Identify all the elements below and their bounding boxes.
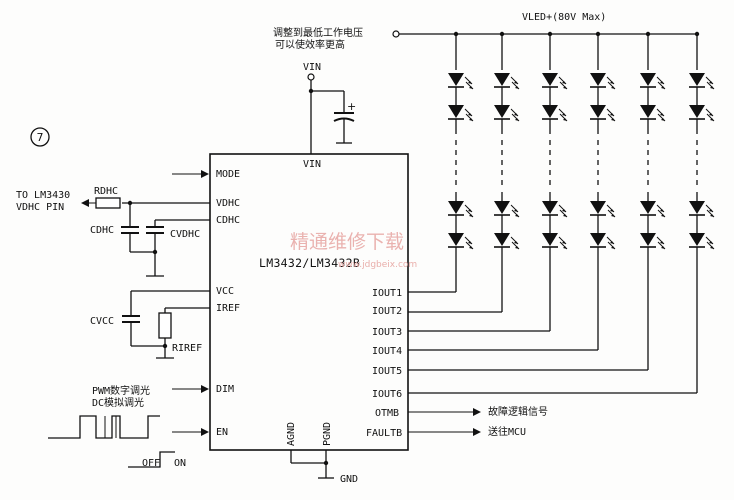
gnd-label: GND [340, 474, 358, 485]
pin-vdhc: VDHC [216, 198, 240, 209]
led-icon [493, 72, 520, 90]
pin-iout5: IOUT5 [372, 366, 402, 377]
pwm-label-1: PWM数字调光 [92, 384, 150, 397]
vled-terminal [392, 30, 400, 38]
led-icon [541, 200, 568, 218]
led-icon [493, 200, 520, 218]
led-icon [589, 104, 616, 122]
watermark-url: www.jdgbeix.com [338, 260, 417, 270]
led-icon [493, 104, 520, 122]
led-icon [589, 72, 616, 90]
en-step [128, 451, 175, 468]
led-icon [447, 232, 474, 250]
cap-plus-sign: + [347, 100, 356, 113]
ic-body [209, 153, 409, 451]
pin-vcc: VCC [216, 286, 234, 297]
on-label: ON [174, 458, 186, 469]
cdhc-label: CDHC [90, 225, 114, 236]
pin-mode: MODE [216, 169, 240, 180]
vin-pin-label: VIN [303, 159, 321, 170]
led-icon [447, 104, 474, 122]
side-marker: 7 [30, 127, 50, 147]
vin-terminal [307, 73, 315, 81]
led-icon [493, 232, 520, 250]
pin-iout6: IOUT6 [372, 389, 402, 400]
led-icon [688, 104, 715, 122]
pwm-waveform [48, 415, 160, 439]
mcu-output-label: 送往MCU [488, 425, 526, 438]
to-lm-line-2: VDHC PIN [16, 202, 64, 213]
led-icon [688, 72, 715, 90]
pin-iref: IREF [216, 303, 240, 314]
led-icon [541, 232, 568, 250]
vled-label: VLED+(80V Max) [522, 12, 606, 23]
pin-iout4: IOUT4 [372, 346, 402, 357]
led-icon [541, 72, 568, 90]
pin-iout2: IOUT2 [372, 306, 402, 317]
note-line-1: 调整到最低工作电压 [273, 26, 363, 39]
led-icon [639, 72, 666, 90]
vin-top-label: VIN [303, 62, 321, 73]
rdhc-resistor [95, 197, 121, 209]
to-lm-line-1: TO LM3430 [16, 190, 70, 201]
pin-dim: DIM [216, 384, 234, 395]
pwm-label-2: DC模拟调光 [92, 396, 144, 409]
cvcc-label: CVCC [90, 316, 114, 327]
led-icon [541, 104, 568, 122]
led-icon [639, 104, 666, 122]
riref-resistor [158, 312, 172, 339]
led-icon [639, 200, 666, 218]
rdhc-label: RDHC [94, 186, 118, 197]
pin-en: EN [216, 427, 228, 438]
watermark-main: 精通维修下载 [290, 231, 404, 253]
led-icon [589, 232, 616, 250]
pin-pgnd: PGND [322, 422, 333, 446]
led-icon [447, 72, 474, 90]
led-icon [688, 200, 715, 218]
led-icon [688, 232, 715, 250]
off-label: OFF [142, 458, 160, 469]
riref-label: RIREF [172, 343, 202, 354]
pin-agnd: AGND [286, 422, 297, 446]
cvdhc-label: CVDHC [170, 229, 200, 240]
chip-name: LM3432/LM3432B [259, 256, 360, 270]
pin-cdhc: CDHC [216, 215, 240, 226]
side-marker-label: 7 [37, 131, 44, 144]
led-icon [447, 200, 474, 218]
fault-output-label: 故障逻辑信号 [488, 405, 548, 418]
pin-otmb: OTMB [375, 408, 399, 419]
pin-faultb: FAULTB [366, 428, 402, 439]
pin-iout1: IOUT1 [372, 288, 402, 299]
pin-iout3: IOUT3 [372, 327, 402, 338]
note-line-2: 可以使效率更高 [275, 38, 345, 51]
led-strings [408, 31, 715, 394]
led-icon [589, 200, 616, 218]
led-icon [639, 232, 666, 250]
